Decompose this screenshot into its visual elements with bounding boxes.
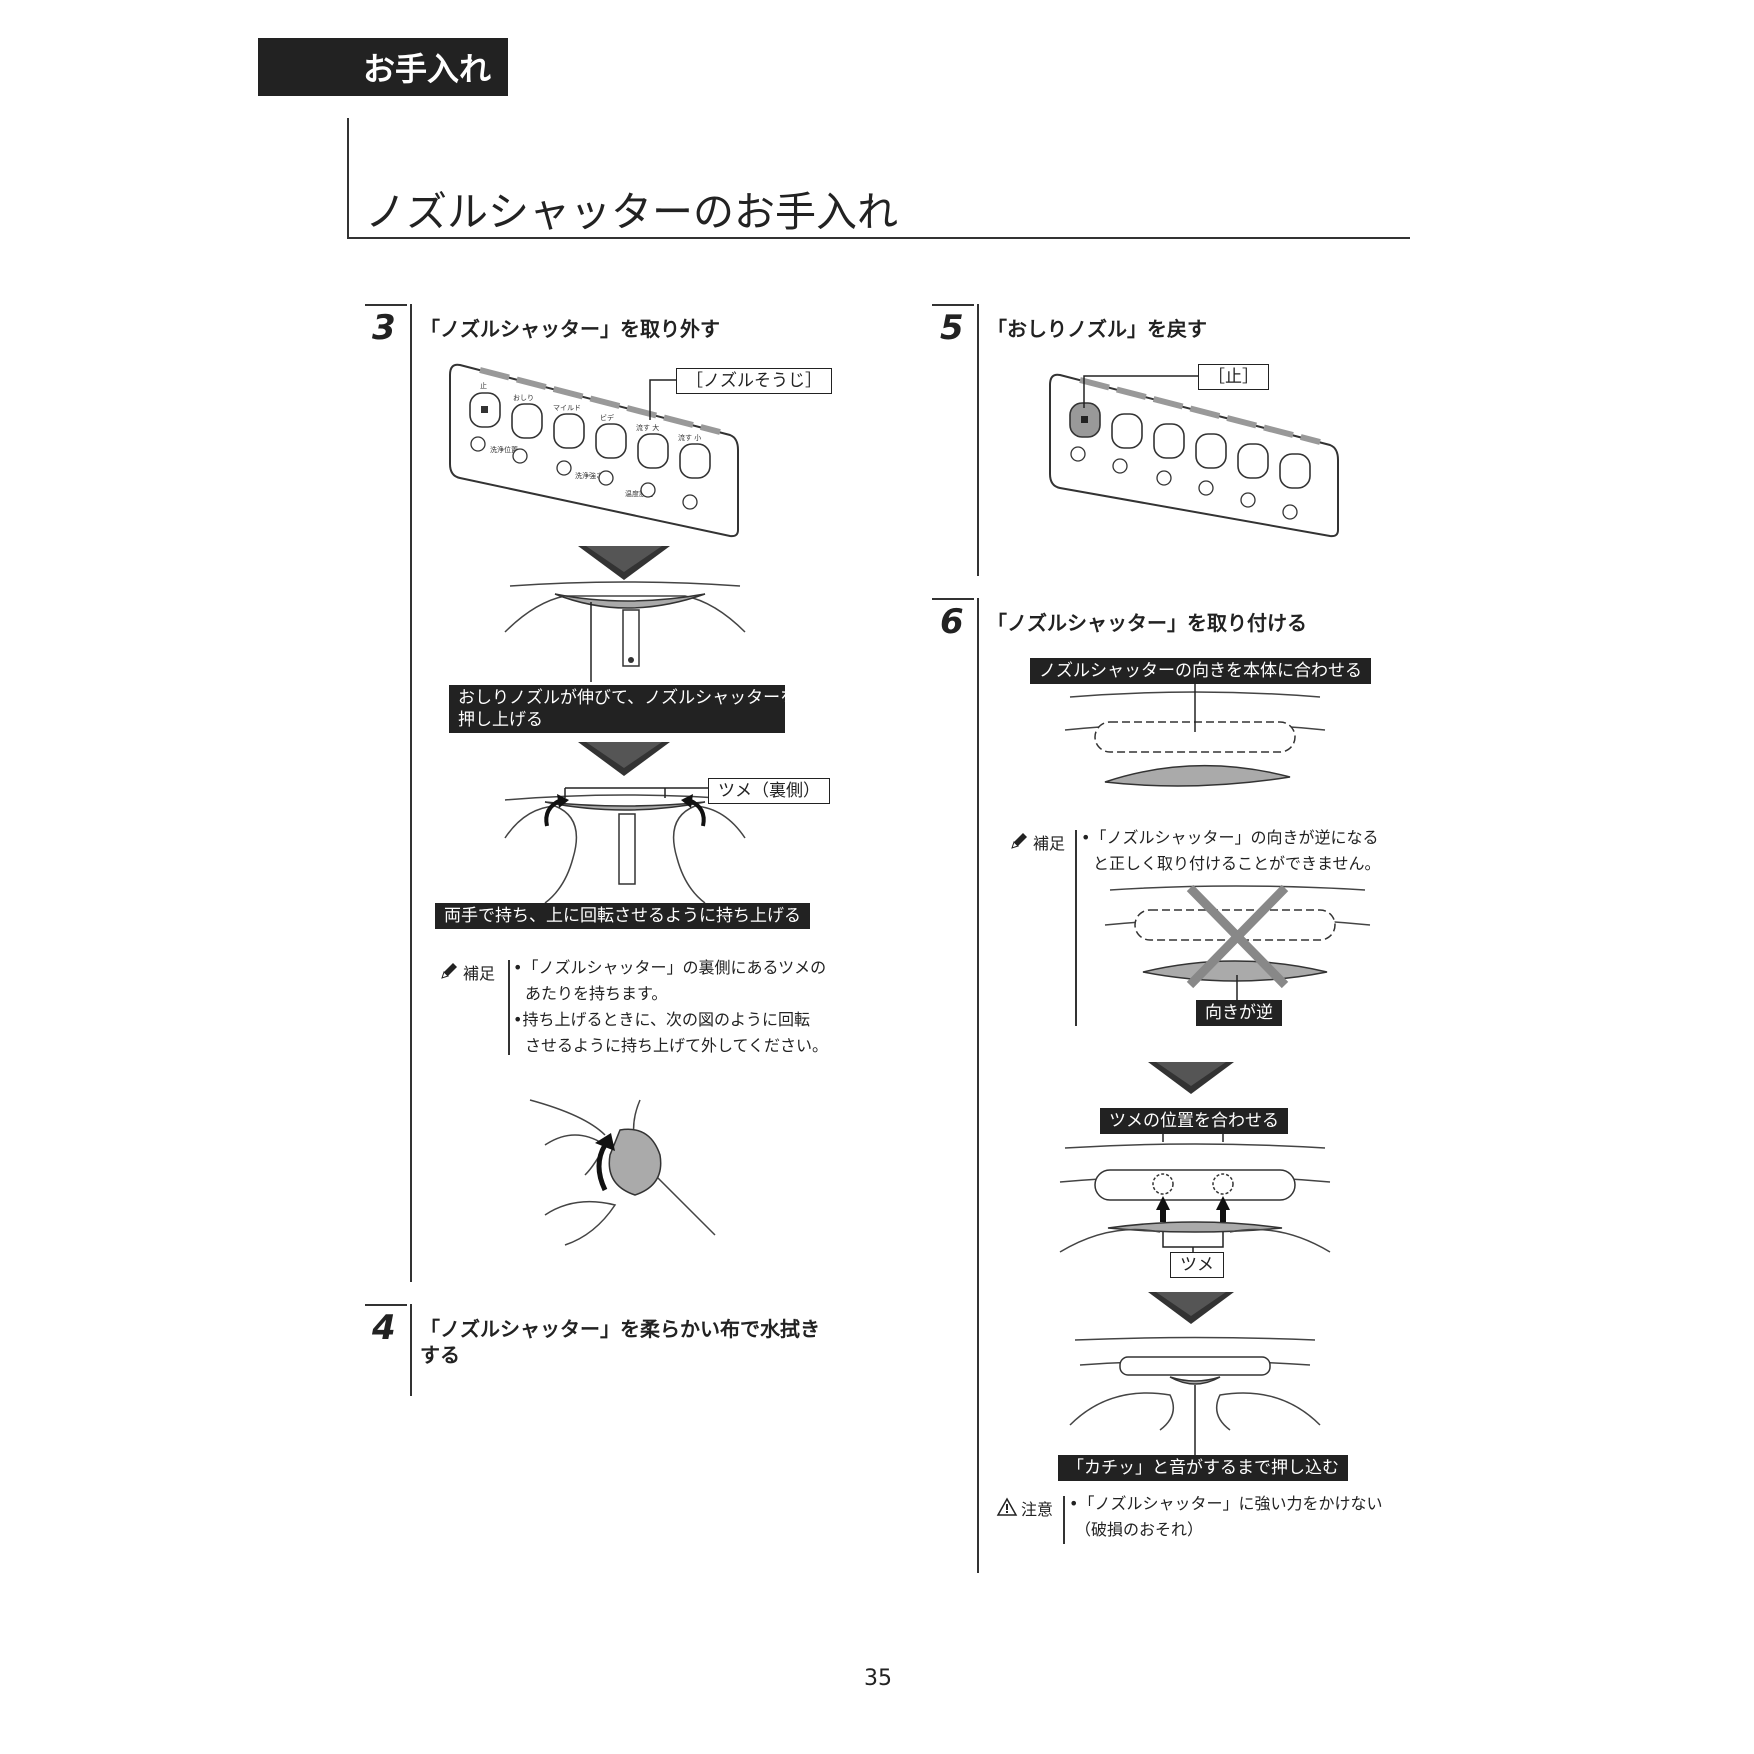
callout-push-up: おしりノズルが伸びて、ノズルシャッターを 押し上げる	[449, 685, 798, 733]
note-6-line1: •「ノズルシャッター」の向きが逆になる	[1081, 828, 1379, 847]
step-4-number: 4	[372, 1308, 396, 1348]
section-tab-label: お手入れ	[363, 50, 492, 88]
callout-align-orientation: ノズルシャッターの向きを本体に合わせる	[1030, 658, 1371, 684]
caution-label: 注意	[1021, 1500, 1054, 1519]
callout-push-up-line2: 押し上げる	[458, 710, 543, 730]
down-arrow-icon	[1148, 1292, 1234, 1324]
remote-label-bidet: ビデ	[600, 413, 614, 422]
caution-line2: （破損のおそれ）	[1075, 1520, 1204, 1539]
note-3-bar	[508, 960, 510, 1055]
title-rule-vertical	[347, 118, 349, 238]
note-6-label: 補足	[1033, 834, 1066, 853]
shutter-orientation-illustration	[1064, 682, 1326, 787]
callout-reversed: 向きが逆	[1196, 1000, 1282, 1026]
down-arrow-icon	[578, 742, 670, 776]
step-6-number: 6	[940, 602, 964, 642]
step-4-title-line2: する	[420, 1343, 460, 1367]
step-5-rule	[932, 304, 974, 306]
caution-line1: •「ノズルシャッター」に強い力をかけない	[1069, 1494, 1383, 1513]
section-tab: お手入れ	[258, 38, 508, 96]
remote-control-illustration: 止 おしり マイルド ビデ 流す 大 流す 小 洗浄位置 洗浄強さ 温度設定	[449, 363, 739, 538]
callout-align-tabs: ツメの位置を合わせる	[1100, 1108, 1288, 1134]
callout-tab-back: ツメ（裏側）	[708, 778, 830, 804]
remote-label-flush-large: 流す 大	[636, 423, 659, 432]
callout-lift-both-hands: 両手で持ち、上に回転させるように持ち上げる	[435, 903, 810, 929]
hands-lift-illustration	[504, 787, 746, 904]
rotate-lift-illustration	[529, 1099, 716, 1246]
note-3-line1: •「ノズルシャッター」の裏側にあるツメの	[513, 958, 827, 977]
caution-text: •「ノズルシャッター」に強い力をかけない （破損のおそれ）	[1069, 1491, 1382, 1543]
warning-triangle-icon	[996, 1497, 1018, 1516]
step-6-bar	[977, 598, 979, 1573]
callout-leader-stop	[1083, 375, 1198, 408]
note-6-line2: と正しく取り付けることができません。	[1093, 854, 1381, 873]
down-arrow-icon	[578, 546, 670, 580]
step-6-rule	[932, 598, 974, 600]
step-6-title: 「ノズルシャッター」を取り付ける	[987, 611, 1307, 635]
pencil-icon	[1011, 833, 1027, 849]
callout-push-until-click: 「カチッ」と音がするまで押し込む	[1058, 1455, 1348, 1481]
step-5-number: 5	[940, 308, 964, 348]
callout-leader-nozzle-clean	[649, 379, 676, 420]
note-3-label: 補足	[463, 964, 496, 983]
page-title: ノズルシャッターのお手入れ	[365, 188, 898, 236]
callout-nozzle-clean-button: ［ノズルそうじ］	[676, 368, 832, 394]
step-4-title-line1: 「ノズルシャッター」を柔らかい布で水拭き	[420, 1317, 820, 1341]
wrong-orientation-illustration	[1104, 884, 1371, 1000]
step-4-rule	[365, 1304, 407, 1306]
note-3-text: •「ノズルシャッター」の裏側にあるツメの あたりを持ちます。 •持ち上げるときに…	[513, 955, 828, 1059]
note-3-line4: させるように持ち上げて外してください。	[525, 1036, 829, 1055]
note-3-line2: あたりを持ちます。	[525, 984, 668, 1003]
remote-label-oshiri: おしり	[513, 394, 534, 402]
step-4-bar	[410, 1304, 412, 1396]
page-number: 35	[864, 1666, 892, 1691]
caution-bar	[1063, 1496, 1065, 1544]
remote-label-stop: 止	[480, 381, 487, 390]
remote-label-flush-small: 流す 小	[678, 433, 701, 442]
remote-control-stop-illustration	[1049, 373, 1339, 538]
remote-label-mild: マイルド	[553, 404, 581, 412]
callout-push-up-line1: おしりノズルが伸びて、ノズルシャッターを	[458, 688, 798, 708]
pencil-icon	[441, 963, 457, 979]
remote-label-wash-strength: 洗浄強さ	[575, 471, 603, 480]
title-rule-horizontal	[347, 237, 1410, 239]
step-4-title: 「ノズルシャッター」を柔らかい布で水拭き する	[420, 1316, 820, 1368]
callout-stop-button: ［止］	[1198, 364, 1269, 390]
step-5-title: 「おしりノズル」を戻す	[987, 317, 1207, 341]
note-3-line3: •持ち上げるときに、次の図のように回転	[513, 1010, 810, 1029]
step-3-bar	[410, 304, 412, 1282]
align-tabs-illustration	[1059, 1131, 1331, 1262]
push-in-illustration	[1069, 1336, 1321, 1455]
note-6-text: •「ノズルシャッター」の向きが逆になる と正しく取り付けることができません。	[1081, 825, 1381, 877]
nozzle-pushup-illustration	[504, 581, 746, 682]
step-3-number: 3	[372, 308, 396, 348]
step-5-bar	[977, 304, 979, 576]
remote-label-temp-setting: 温度設定	[625, 489, 653, 498]
down-arrow-icon	[1148, 1062, 1234, 1094]
step-3-title: 「ノズルシャッター」を取り外す	[420, 317, 720, 341]
step-3-rule	[365, 304, 407, 306]
remote-label-wash-position: 洗浄位置	[490, 445, 518, 454]
note-6-bar	[1075, 830, 1077, 1026]
callout-tab: ツメ	[1170, 1252, 1224, 1278]
